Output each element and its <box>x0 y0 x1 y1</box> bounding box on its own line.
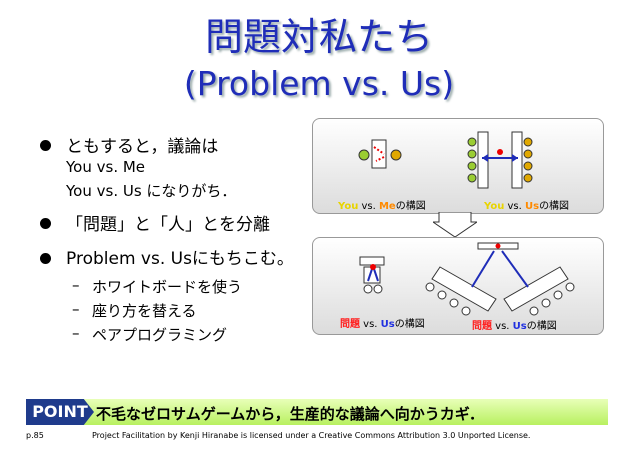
bullet-subitem: ペアプログラミング <box>92 326 228 344</box>
arrow-icon <box>501 250 529 288</box>
dash-icon: – <box>72 324 80 342</box>
caption-problem-vs-us-right: 問題 vs. Usの構図 <box>472 321 557 332</box>
bullet-text: Problem vs. Usにもちこむ。 <box>66 249 294 269</box>
bullet-text: 「問題」と「人」とを分離 <box>66 215 270 235</box>
caption-problem-vs-us-left: 問題 vs. Usの構図 <box>340 319 425 330</box>
bullet-subitem: 座り方を替える <box>92 302 197 320</box>
bullet-text: ともすると，議論は <box>66 137 219 157</box>
table-icon <box>431 266 497 312</box>
table-icon <box>503 266 569 312</box>
bullet-subline: You vs. Me <box>66 158 146 176</box>
bullet-dot <box>40 140 51 151</box>
whiteboard-icon <box>359 256 385 266</box>
point-bar <box>26 399 608 425</box>
bullet-dot <box>40 253 51 264</box>
bullet-subitem: ホワイトボードを使う <box>92 278 243 296</box>
dash-icon: – <box>72 300 80 318</box>
person-icon <box>390 149 402 161</box>
down-arrow-icon <box>433 212 477 238</box>
diagram-top-figure <box>358 131 533 189</box>
person-icon <box>358 149 370 161</box>
arrow-icon <box>471 250 495 288</box>
diagram-bottom-figure <box>359 242 575 316</box>
page-title: 問題対私たち <box>204 15 433 59</box>
page-number: p.85 <box>26 431 44 440</box>
point-text: 不毛なゼロサムゲームから，生産的な議論へ向かうカギ． <box>96 405 485 423</box>
caption-you-vs-me: You vs. Meの構図 <box>338 201 426 212</box>
arrow-icon <box>375 156 385 162</box>
license-text: Project Facilitation by Kenji Hiranabe i… <box>92 431 531 440</box>
diagram-panel-top <box>312 118 604 214</box>
bullet-dot <box>40 218 51 229</box>
caption-you-vs-us: You vs. Usの構図 <box>484 201 570 212</box>
dash-icon: – <box>72 276 80 294</box>
bullet-subline: You vs. Us になりがち． <box>66 182 237 200</box>
page-subtitle: (Problem vs. Us) <box>183 64 455 103</box>
footer: p.85 Project Facilitation by Kenji Hiran… <box>26 431 530 440</box>
point-label: POINT <box>26 399 94 425</box>
